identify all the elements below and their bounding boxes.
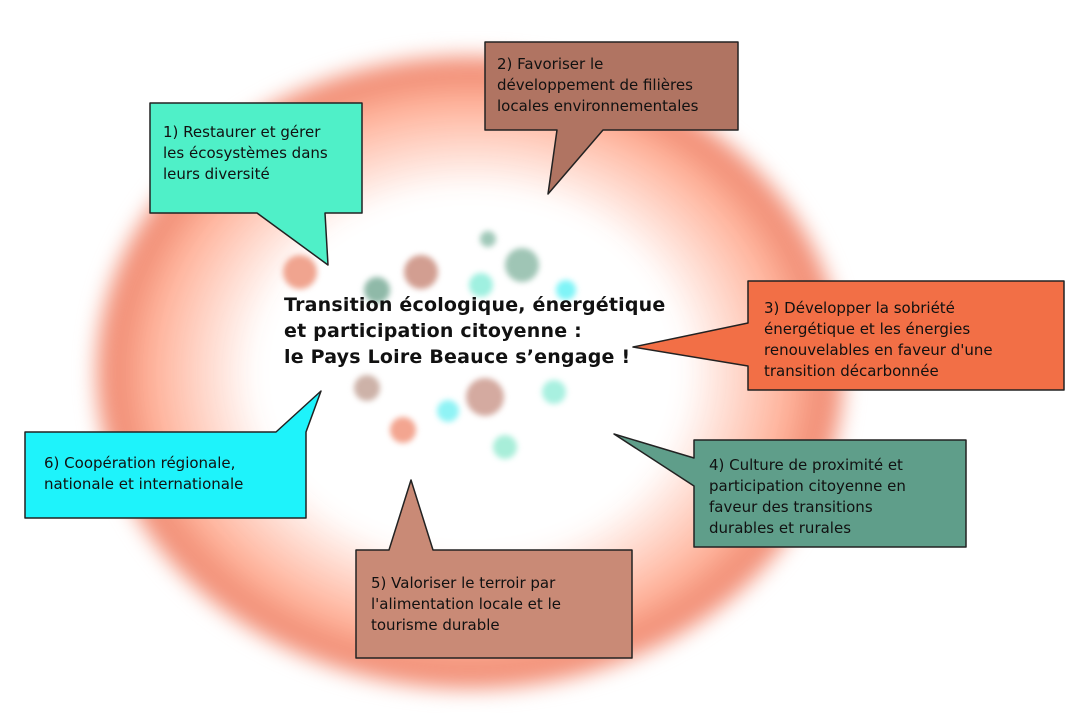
callout-3-shape <box>632 280 1065 391</box>
callout-6-label: 6) Coopération régionale, nationale et i… <box>44 454 244 493</box>
callout-6-shape <box>24 390 322 519</box>
callout-3-label: 3) Développer la sobriété énergétique et… <box>764 299 993 380</box>
callout-1-shape <box>149 102 363 266</box>
decor-dot <box>556 280 576 300</box>
decor-dot <box>542 380 566 404</box>
decor-dot <box>480 231 496 247</box>
callout-2-shape <box>484 41 739 195</box>
callout-5-shape <box>355 479 633 659</box>
decor-dot <box>283 255 317 289</box>
decor-dot <box>493 435 517 459</box>
decor-dot <box>404 255 438 289</box>
callout-4-label: 4) Culture de proximité et participation… <box>709 456 906 537</box>
decor-dot <box>466 378 504 416</box>
callout-2-label: 2) Favoriser le développement de filière… <box>497 55 699 115</box>
callout-1-label: 1) Restaurer et gérer les écosystèmes da… <box>163 123 328 183</box>
callout-5-label: 5) Valoriser le terroir par l'alimentati… <box>371 574 561 634</box>
decor-dot <box>437 400 459 422</box>
callout-4-shape <box>613 433 967 548</box>
decor-dot <box>390 417 416 443</box>
decor-dot <box>469 273 493 297</box>
decor-dot <box>354 375 380 401</box>
decor-dot <box>364 277 390 303</box>
center-title: Transition écologique, énergétique et pa… <box>284 294 666 368</box>
decor-dot <box>505 248 539 282</box>
